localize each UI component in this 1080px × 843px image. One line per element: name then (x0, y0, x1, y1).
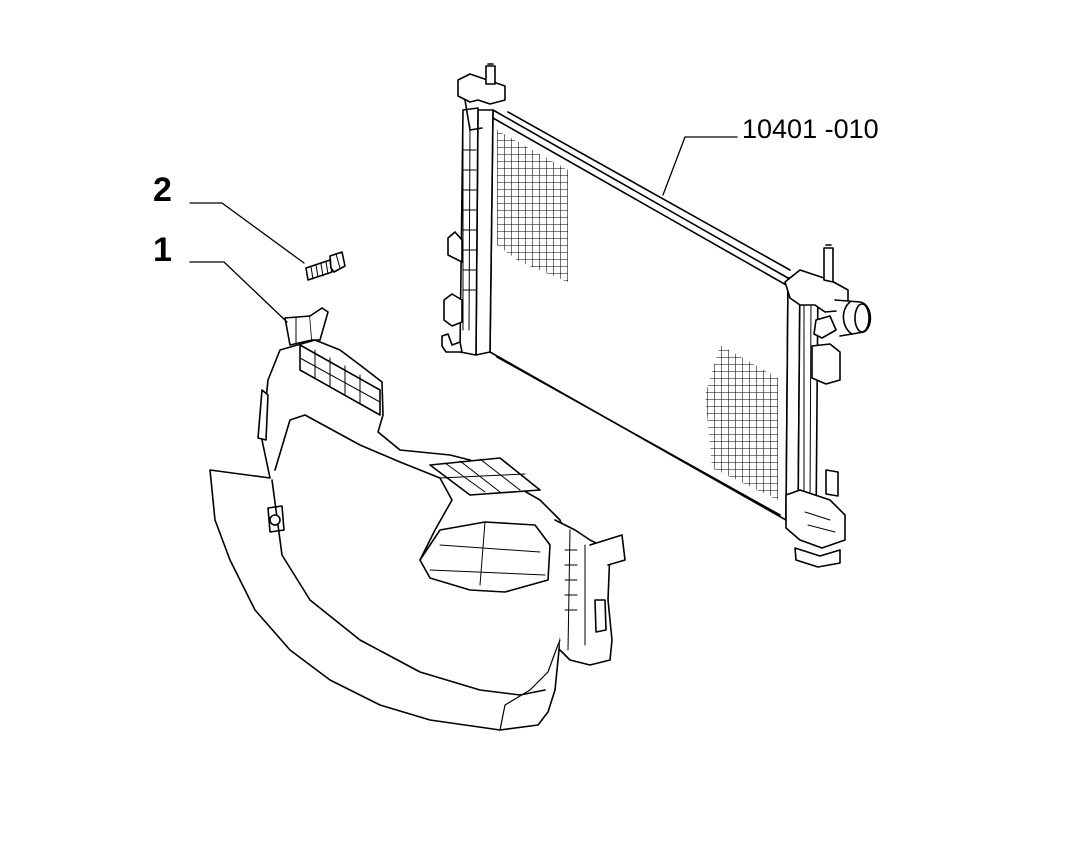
radiator-icon (441, 63, 872, 568)
leader-line-2 (189, 202, 305, 264)
screw-icon (305, 251, 346, 281)
leader-lines (189, 136, 738, 323)
leader-line-part (662, 136, 738, 196)
leader-line-1 (189, 261, 288, 323)
air-duct-shroud-icon (209, 307, 626, 731)
callout-item-2: 2 (153, 171, 172, 209)
callout-part-number: 10401 -010 (742, 114, 879, 144)
callout-item-1: 1 (153, 231, 172, 269)
